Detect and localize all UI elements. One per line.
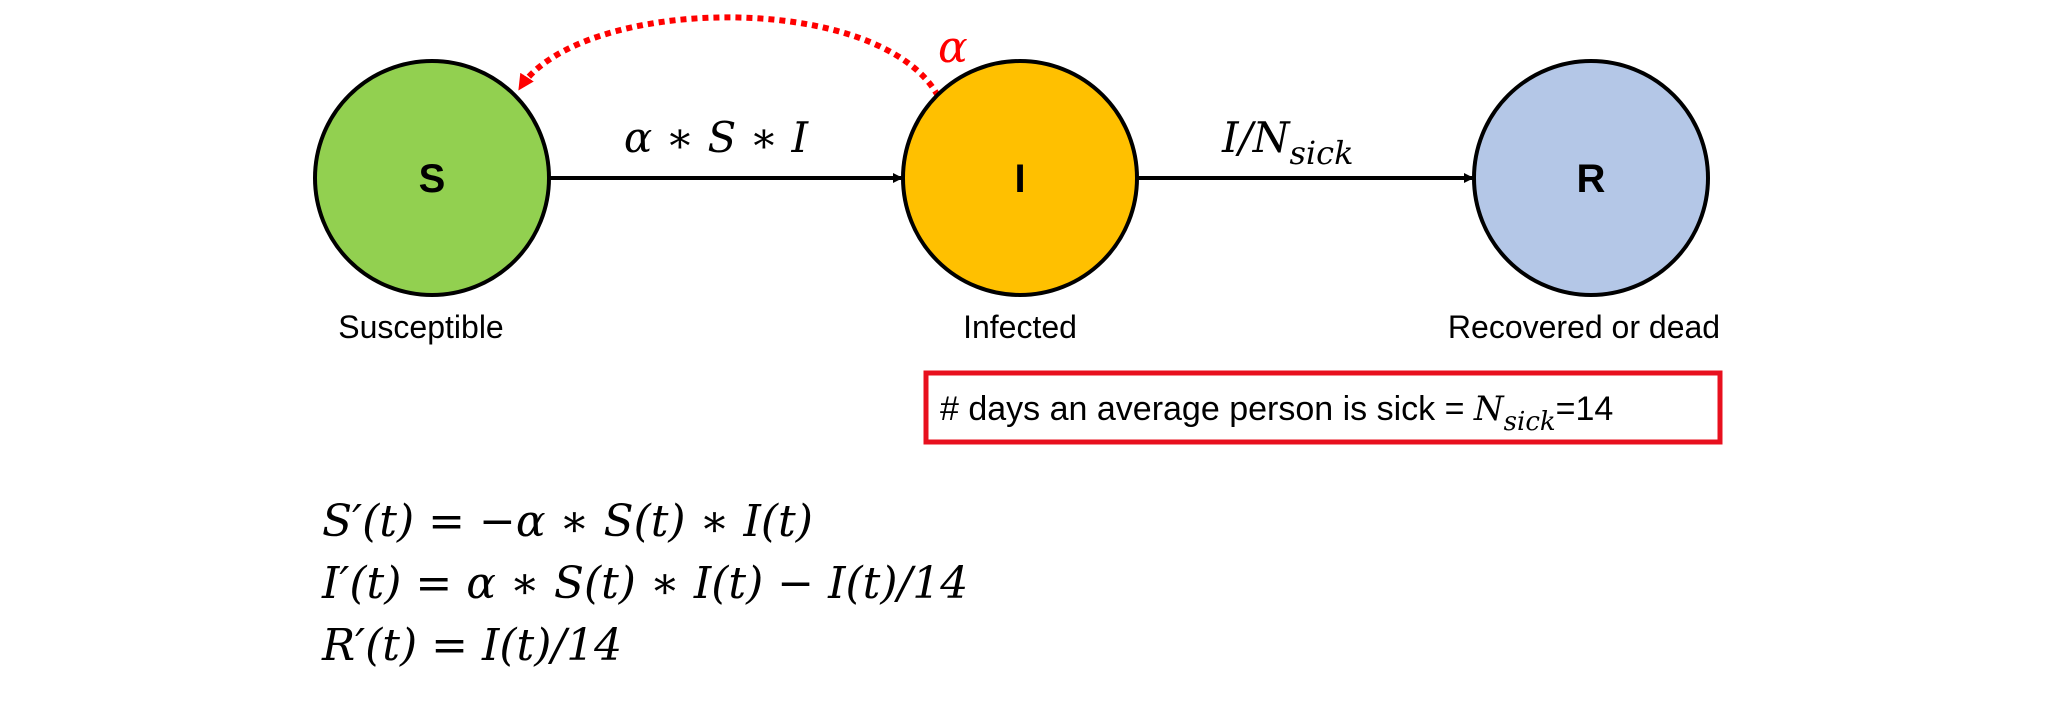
equation-r: R′(t) = I(t)/14 <box>321 620 622 671</box>
callout-text-before: # days an average person is sick = <box>940 390 1474 428</box>
node-infected-circle <box>901 59 1139 297</box>
node-susceptible-circle <box>313 59 551 297</box>
edge-i-to-r-label-sub: sick <box>1290 134 1354 172</box>
edge-s-to-i-label: α ∗ S ∗ I <box>624 113 810 162</box>
node-infected-caption: Infected <box>963 309 1077 345</box>
node-recovered: R Recovered or dead <box>1448 59 1720 345</box>
edge-i-to-r-label-main: I/N <box>1221 113 1291 162</box>
callout-symbol: N <box>1473 389 1505 429</box>
node-recovered-letter: R <box>1577 157 1606 201</box>
equations: S′(t) = −α ∗ S(t) ∗ I(t) I′(t) = α ∗ S(t… <box>321 496 968 671</box>
edge-i-to-r-label: I/Nsick <box>1221 113 1353 172</box>
node-recovered-circle <box>1472 59 1710 297</box>
sick-duration-callout: # days an average person is sick = Nsick… <box>923 370 1723 445</box>
feedback-label: α <box>938 22 968 73</box>
node-susceptible-caption: Susceptible <box>338 309 503 345</box>
callout-text: # days an average person is sick = Nsick… <box>940 389 1613 437</box>
node-infected-letter: I <box>1014 157 1025 201</box>
node-susceptible: S Susceptible <box>313 59 551 345</box>
callout-border <box>923 370 1723 445</box>
equation-s: S′(t) = −α ∗ S(t) ∗ I(t) <box>322 496 813 547</box>
node-susceptible-letter: S <box>419 157 446 201</box>
equation-i: I′(t) = α ∗ S(t) ∗ I(t) − I(t)/14 <box>321 558 968 609</box>
callout-symbol-sub: sick <box>1504 407 1556 437</box>
node-infected: I Infected <box>901 59 1139 345</box>
callout-text-after: =14 <box>1556 390 1614 428</box>
node-recovered-caption: Recovered or dead <box>1448 309 1720 345</box>
feedback-arrow <box>517 14 941 98</box>
